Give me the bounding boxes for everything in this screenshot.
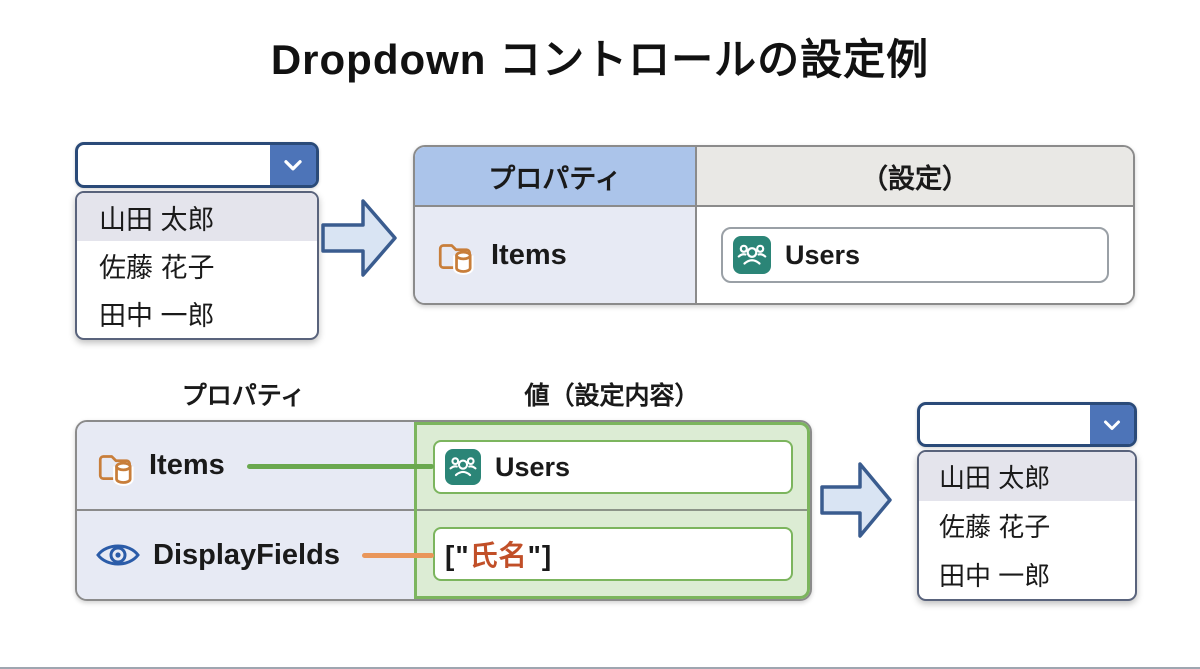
flow-arrow-icon <box>820 462 892 538</box>
bottom-value-label: 値（設定内容） <box>524 382 700 410</box>
property-name: Items <box>491 238 567 271</box>
displayfields-code: ["氏名"] <box>445 539 553 571</box>
property-name: Items <box>149 449 225 481</box>
users-value-box[interactable]: Users <box>433 440 793 494</box>
bottom-property-label: プロパティ <box>181 382 306 410</box>
items-row-value: Users <box>417 425 807 511</box>
property-column-header: プロパティ <box>415 147 697 207</box>
setting-column-header: （設定） <box>697 147 1133 207</box>
property-name: DisplayFields <box>153 538 340 571</box>
displayfields-row-property: DisplayFields <box>77 511 414 599</box>
settings-table: Items DisplayFields <box>75 420 812 601</box>
settings-property-column: Items DisplayFields <box>77 422 414 599</box>
result-dropdown-list: 山田 太郎 佐藤 花子 田中 一郎 <box>917 450 1137 601</box>
items-property-cell: Items <box>415 207 697 303</box>
bottom-edge-line <box>0 667 1200 669</box>
users-value-chip[interactable]: Users <box>721 227 1109 283</box>
source-dropdown-list: 山田 太郎 佐藤 花子 田中 一郎 <box>75 191 319 340</box>
source-dropdown-input[interactable] <box>75 142 319 188</box>
dropdown-item[interactable]: 佐藤 花子 <box>939 512 1051 542</box>
value-name: Users <box>785 239 861 270</box>
value-name: Users <box>495 451 571 482</box>
settings-value-column: Users ["氏名"] <box>414 422 810 599</box>
folder-database-icon <box>438 244 474 275</box>
displayfields-value-box[interactable]: ["氏名"] <box>433 526 793 581</box>
items-value-cell: Users <box>697 207 1133 303</box>
source-dropdown-toggle-button[interactable] <box>270 145 316 185</box>
folder-database-icon <box>98 454 134 486</box>
displayfields-connector-line <box>362 553 434 558</box>
result-dropdown-toggle-button[interactable] <box>1090 405 1134 444</box>
properties-table: プロパティ （設定） Items <box>413 145 1135 305</box>
chevron-down-icon <box>1104 420 1120 430</box>
users-icon <box>445 449 481 485</box>
dropdown-item[interactable]: 田中 一郎 <box>939 561 1051 591</box>
chevron-down-icon <box>284 160 302 171</box>
source-dropdown: 山田 太郎 佐藤 花子 田中 一郎 <box>75 142 319 340</box>
displayfields-row-value: ["氏名"] <box>417 511 807 596</box>
result-dropdown-input[interactable] <box>917 402 1137 447</box>
items-connector-line <box>247 464 434 469</box>
page-title: Dropdown コントロールの設定例 <box>270 36 930 83</box>
users-icon <box>733 236 771 274</box>
eye-icon <box>96 544 140 566</box>
dropdown-item[interactable]: 山田 太郎 <box>919 452 1135 501</box>
flow-arrow-icon <box>321 199 397 277</box>
dropdown-item[interactable]: 佐藤 花子 <box>99 252 215 283</box>
dropdown-item[interactable]: 田中 一郎 <box>99 301 215 332</box>
result-dropdown: 山田 太郎 佐藤 花子 田中 一郎 <box>917 402 1137 601</box>
dropdown-item[interactable]: 山田 太郎 <box>77 193 317 242</box>
